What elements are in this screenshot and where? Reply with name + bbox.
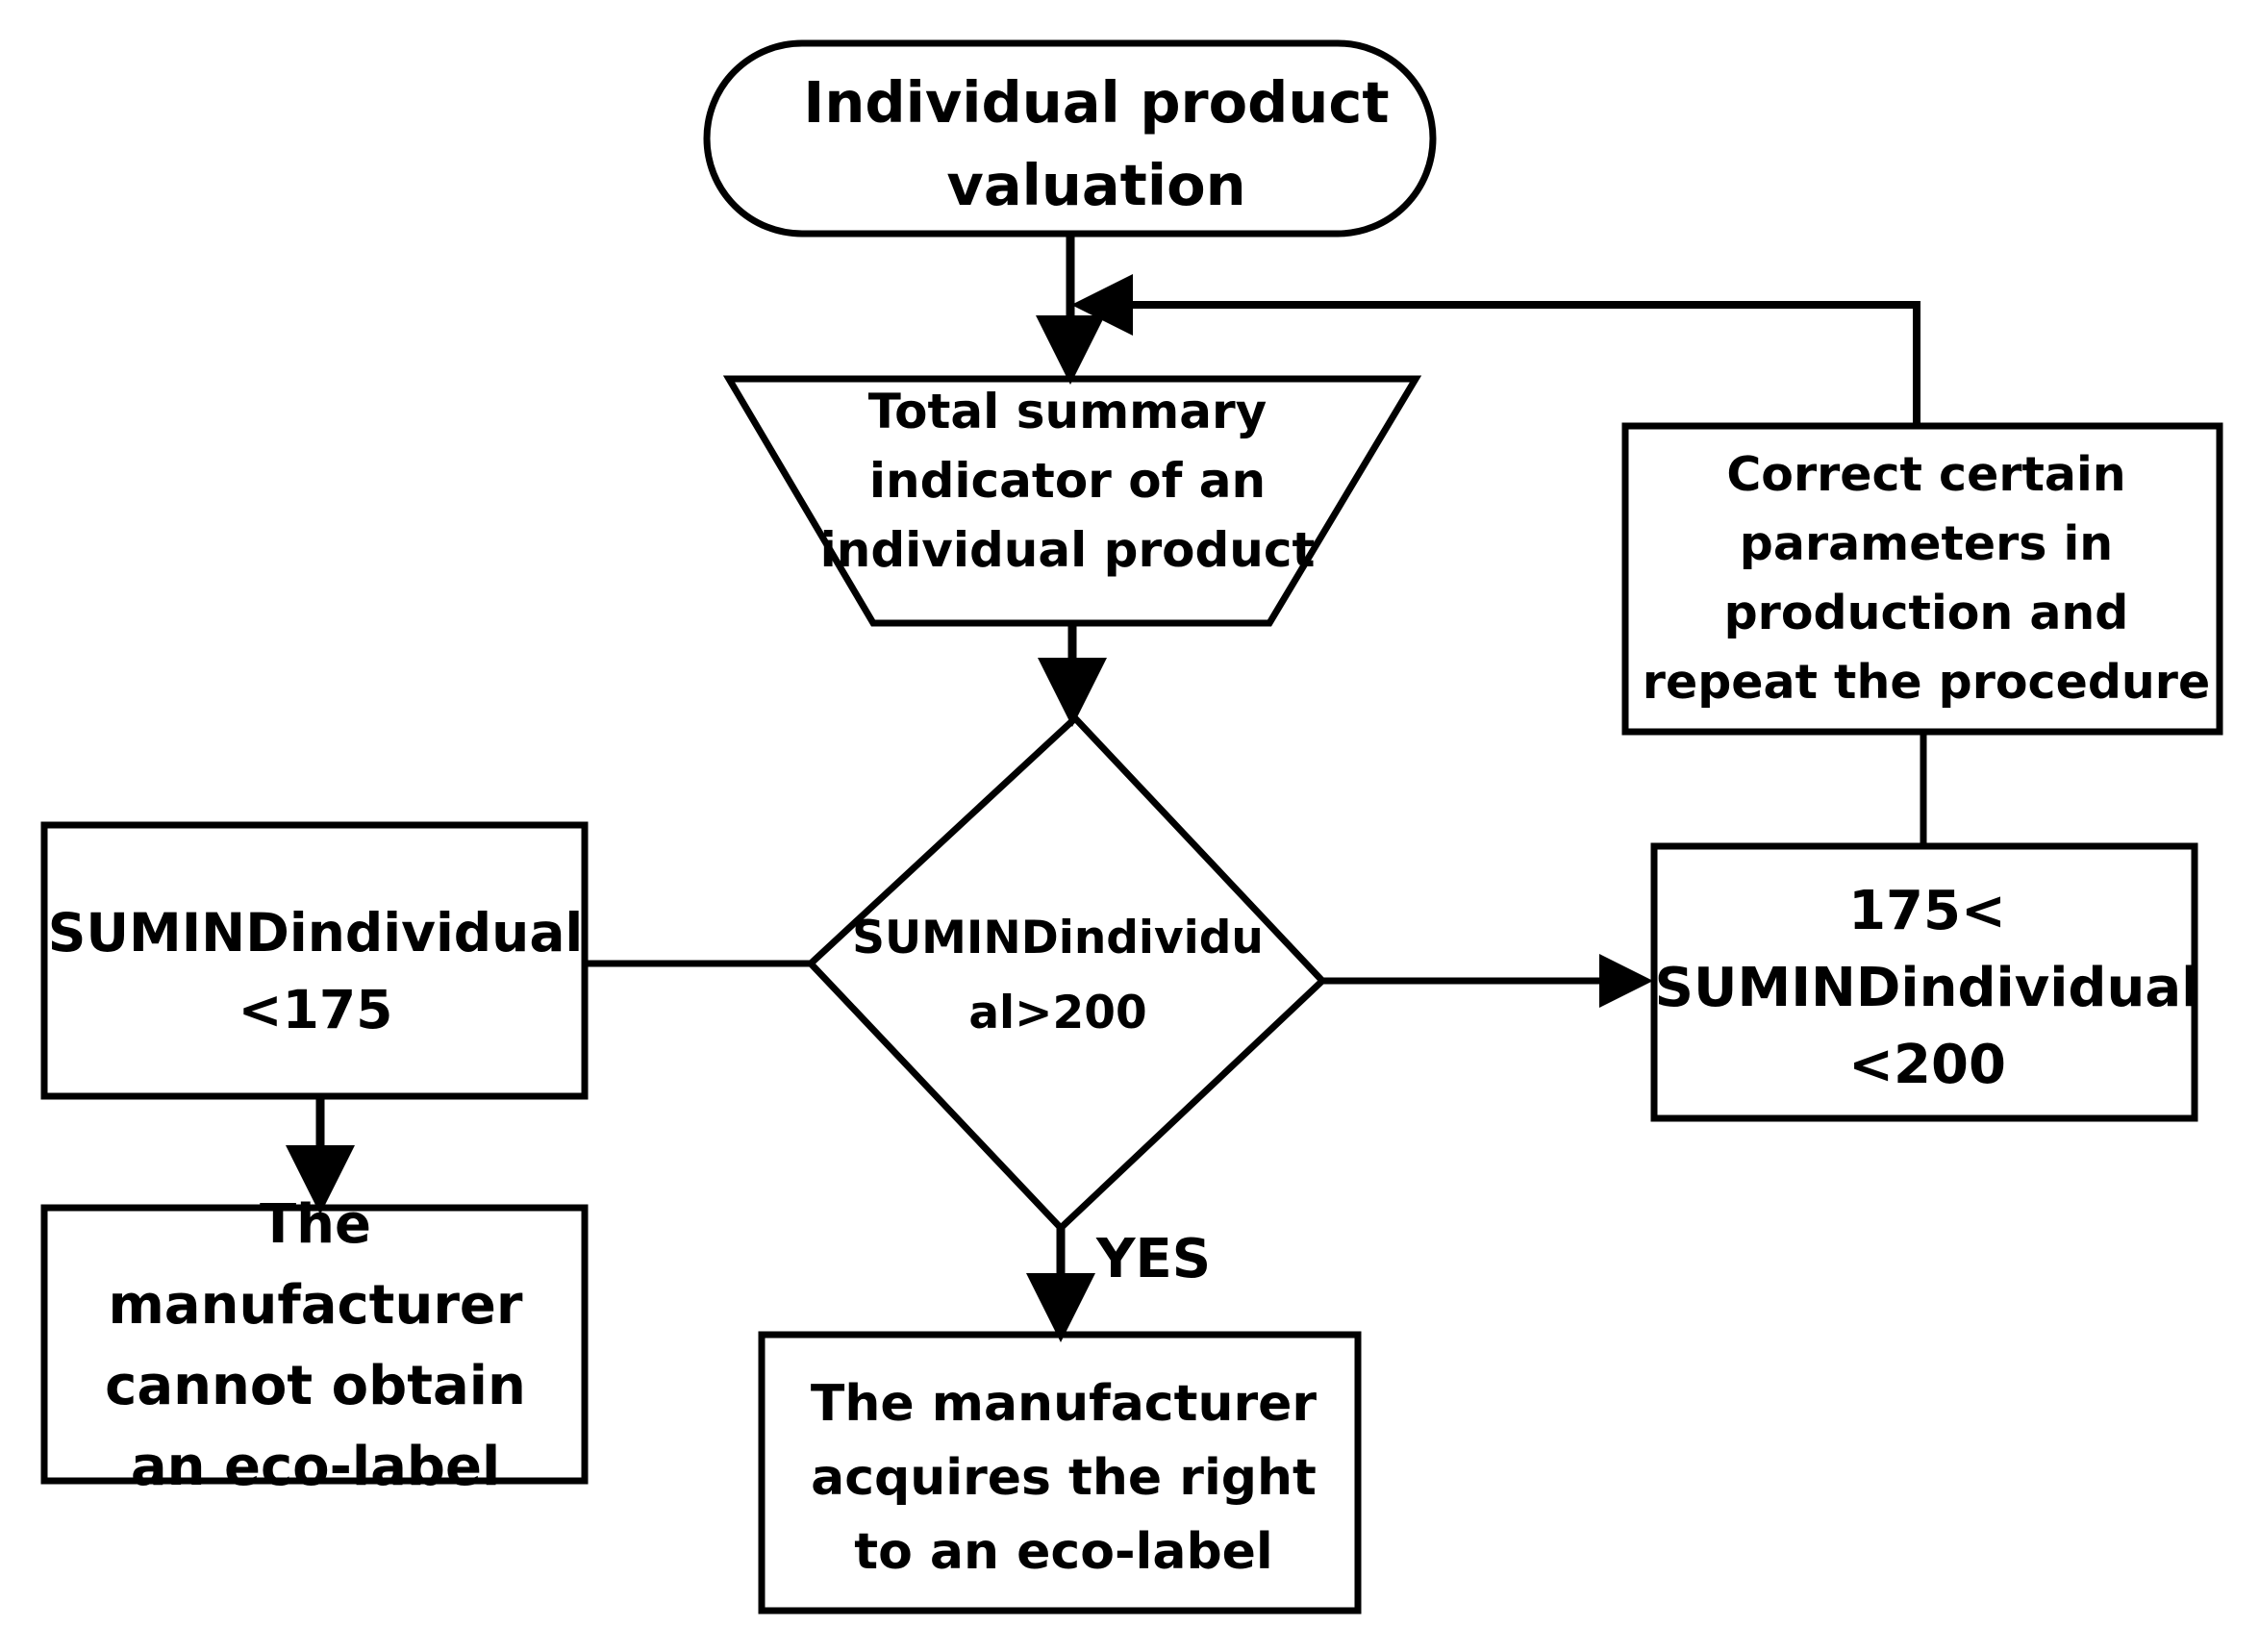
- cannot-box: [40, 1204, 589, 1485]
- start-terminator: [703, 39, 1437, 238]
- yes-edge-label: YES: [1096, 1228, 1212, 1290]
- correct-box-label: Correct certain parameters in production…: [1642, 447, 2211, 710]
- arrow-correct-to-loop: [1071, 274, 1920, 426]
- right-box-label: 175< SUMINDindividual <200: [1654, 880, 2200, 1096]
- cannot-box-label: The manufacturer cannot obtain an eco-la…: [105, 1193, 526, 1498]
- summary-trapezoid: [722, 375, 1422, 627]
- correct-box: [1621, 422, 2223, 736]
- left-box-label: SUMINDindividual <175: [47, 902, 584, 1040]
- summary-label: Total summary indicator of an individual…: [819, 384, 1316, 578]
- start-label: Individual product valuation: [803, 69, 1390, 218]
- acquire-box-label: The manufacturer acquires the right to a…: [810, 1374, 1318, 1581]
- right-box: [1650, 842, 2198, 1122]
- left-box: [40, 821, 589, 1100]
- decision-label: SUMINDindividu al>200: [852, 912, 1264, 1039]
- acquire-box: [758, 1331, 1362, 1614]
